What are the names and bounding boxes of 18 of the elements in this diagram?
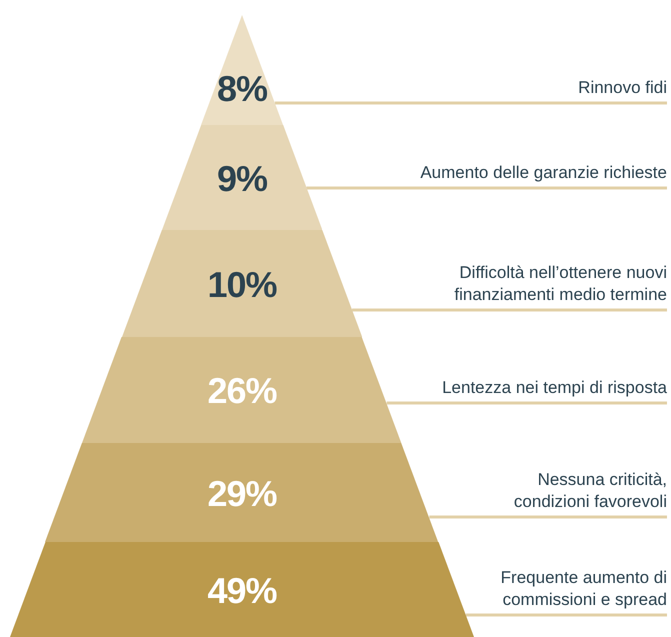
percentage-value: 8% <box>216 68 268 110</box>
leader-line <box>352 308 667 312</box>
percentage-value: 29% <box>206 472 278 514</box>
category-label: Difficoltà nell’ottenere nuovi finanziamenti medio termine <box>367 262 667 306</box>
leader-line <box>274 102 667 104</box>
category-label: Lentezza nei tempi di risposta <box>367 377 667 399</box>
leader-line <box>306 186 667 190</box>
percentage-value: 9% <box>216 158 268 200</box>
percentage-value: 49% <box>206 570 278 612</box>
category-label: Rinnovo fidi <box>417 77 667 99</box>
percentage-value: 26% <box>206 370 278 412</box>
category-label: Aumento delle garanzie richieste <box>367 162 667 184</box>
category-label: Nessuna criticità, condizioni favorevoli <box>467 469 667 513</box>
category-label: Frequente aumento di commissioni e spread <box>407 567 667 611</box>
leader-line <box>429 516 667 518</box>
leader-line <box>466 614 667 616</box>
percentage-value: 10% <box>206 264 278 306</box>
leader-line <box>386 402 667 404</box>
